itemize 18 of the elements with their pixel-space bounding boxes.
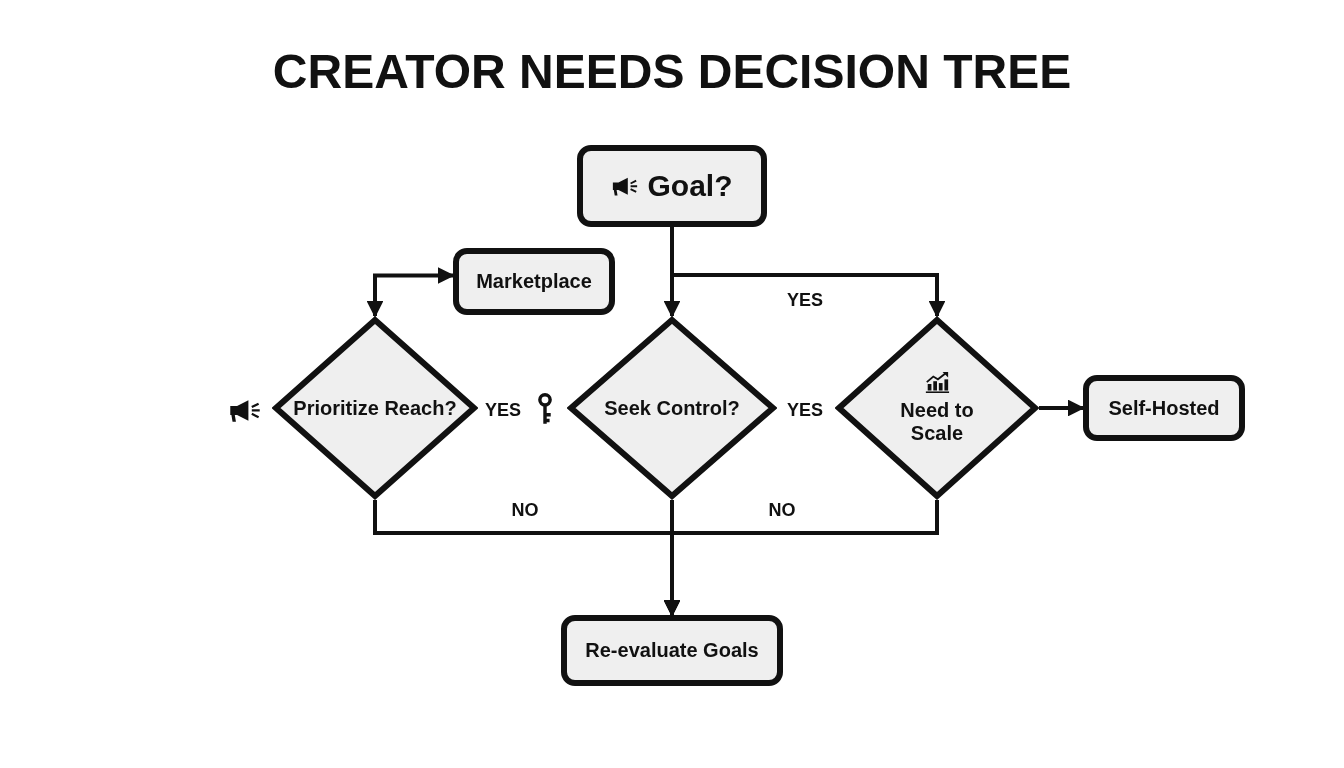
node-label: Self-Hosted bbox=[1108, 396, 1220, 420]
node-label: Need to Scale bbox=[899, 399, 975, 446]
process-box bbox=[577, 145, 767, 227]
process-box bbox=[453, 248, 615, 315]
node-label: Marketplace bbox=[476, 270, 592, 293]
process-box bbox=[561, 615, 783, 686]
decision-diamond bbox=[272, 316, 478, 500]
arrow bbox=[366, 267, 455, 318]
node-label: Seek Control? bbox=[604, 396, 740, 420]
decision-diamond bbox=[567, 316, 777, 500]
diagram-title: CREATOR NEEDS DECISION TREE bbox=[272, 44, 1072, 99]
node-label: Re-evaluate Goals bbox=[585, 639, 759, 662]
node-label: Goal? bbox=[647, 169, 733, 203]
process-box bbox=[1083, 375, 1245, 441]
arrow bbox=[670, 227, 946, 318]
decision-diamond bbox=[835, 316, 1039, 500]
arrow bbox=[1039, 399, 1085, 417]
node-label: Prioritize Reach? bbox=[293, 396, 457, 420]
